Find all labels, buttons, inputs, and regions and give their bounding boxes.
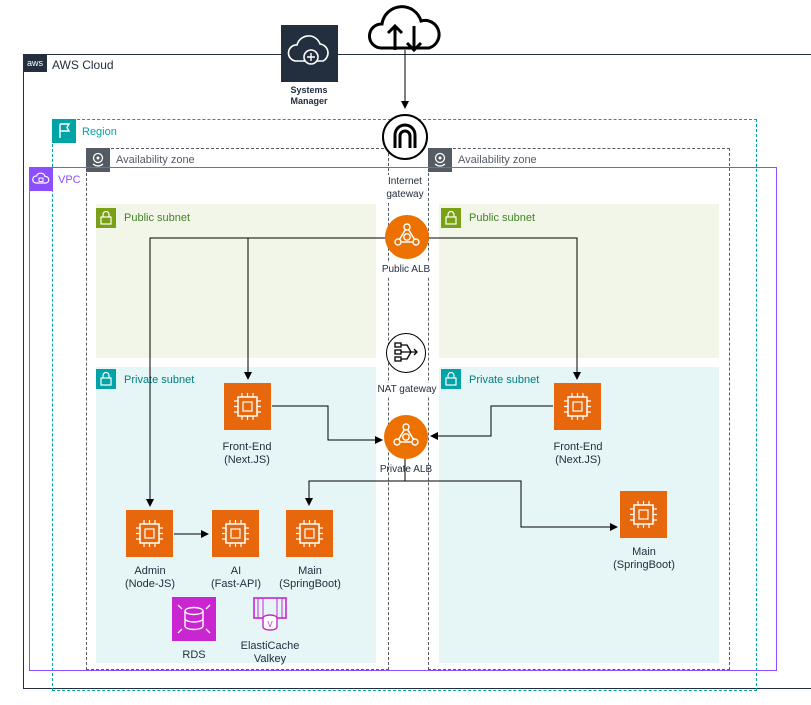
nat-gateway-label: NAT gateway xyxy=(377,383,437,396)
nat-gateway-icon xyxy=(386,333,426,373)
public-subnet-left-label: Public subnet xyxy=(124,212,191,224)
aws-logo-icon: aws xyxy=(23,54,47,72)
region-label: Region xyxy=(82,126,117,138)
location-pin-icon xyxy=(428,148,452,172)
svg-text:V: V xyxy=(267,620,273,629)
connector-frontend-left-to-private-alb xyxy=(272,405,383,444)
systems-manager-icon xyxy=(281,25,338,82)
connector-frontend-right-to-private-alb xyxy=(430,405,553,440)
frontend-right-label: Front-End (Next.JS) xyxy=(553,441,603,466)
location-pin-icon xyxy=(86,148,110,172)
rds-icon xyxy=(172,597,216,641)
public-subnet-right xyxy=(439,204,719,358)
ec2-instance-icon xyxy=(620,491,667,538)
padlock-icon xyxy=(441,208,461,228)
public-alb-label: Public ALB xyxy=(381,263,431,276)
internet-gateway-icon xyxy=(382,114,428,160)
elasticache-icon: V xyxy=(248,594,292,634)
connector-alb-to-frontend-left xyxy=(244,237,388,380)
region-flag-icon xyxy=(52,119,76,143)
availability-zone-right-label: Availability zone xyxy=(458,154,537,166)
admin-label: Admin (Node-JS) xyxy=(124,565,176,590)
availability-zone-left xyxy=(86,148,389,670)
connector-private-alb-to-main-right xyxy=(405,480,618,531)
ec2-instance-icon xyxy=(224,383,271,430)
elasticache-label: ElastiCache Valkey xyxy=(240,640,300,665)
main-left-label: Main (SpringBoot) xyxy=(279,565,341,590)
aws-cloud-label: AWS Cloud xyxy=(52,58,114,72)
load-balancer-icon xyxy=(385,215,429,259)
ec2-instance-icon xyxy=(212,510,259,557)
cloud-up-down-icon xyxy=(367,4,443,54)
vpc-label: VPC xyxy=(58,174,81,186)
vpc-group xyxy=(29,167,777,671)
vpc-cloud-icon xyxy=(29,167,53,191)
connector-private-alb-to-main-left xyxy=(305,458,406,506)
private-subnet-right-label: Private subnet xyxy=(469,374,540,386)
connector-alb-to-frontend-right xyxy=(426,237,581,380)
public-subnet-left xyxy=(96,204,376,358)
ai-label: AI (Fast-API) xyxy=(210,565,262,590)
availability-zone-right xyxy=(428,148,730,670)
aws-cloud-group xyxy=(23,54,811,689)
ec2-instance-icon xyxy=(286,510,333,557)
load-balancer-icon xyxy=(384,415,428,459)
internet-gateway-label: Internet gateway xyxy=(386,175,424,201)
padlock-icon xyxy=(96,208,116,228)
availability-zone-left-label: Availability zone xyxy=(116,154,195,166)
ec2-instance-icon xyxy=(126,510,173,557)
frontend-left-label: Front-End (Next.JS) xyxy=(222,441,272,466)
systems-manager-label: Systems Manager xyxy=(290,85,328,106)
public-subnet-right-label: Public subnet xyxy=(469,212,536,224)
private-subnet-left-label: Private subnet xyxy=(124,374,195,386)
padlock-icon xyxy=(441,369,461,389)
ec2-instance-icon xyxy=(554,383,601,430)
rds-label: RDS xyxy=(182,649,206,661)
padlock-icon xyxy=(96,369,116,389)
private-alb-label: Private ALB xyxy=(379,464,433,475)
main-right-label: Main (SpringBoot) xyxy=(613,546,675,571)
